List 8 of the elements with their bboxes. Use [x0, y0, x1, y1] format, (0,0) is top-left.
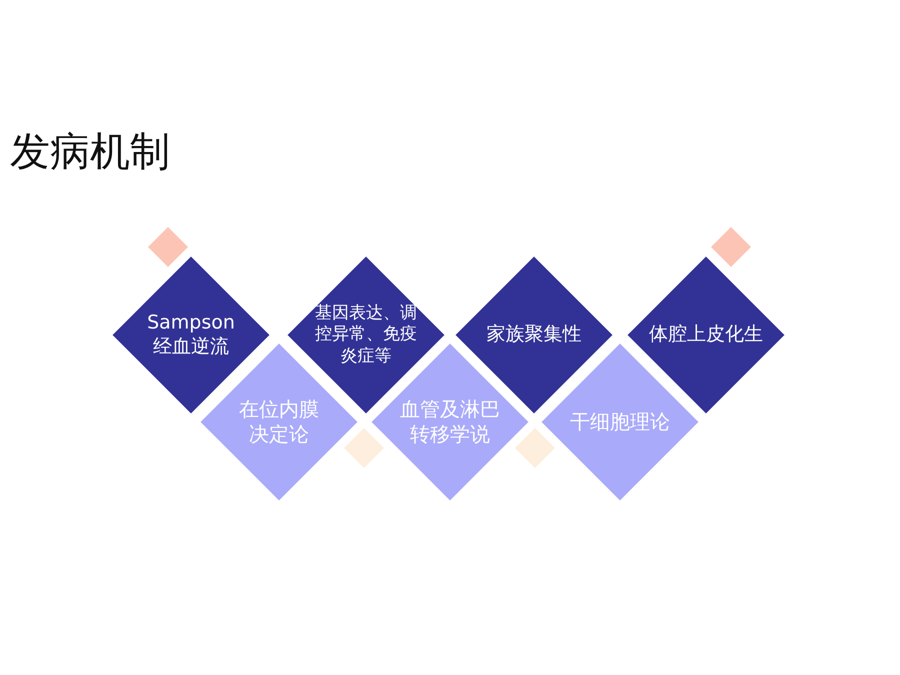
diamond-label: Sampson 经血逆流 — [146, 311, 236, 359]
diamond-label: 体腔上皮化生 — [648, 323, 764, 347]
diamond-label: 血管及淋巴转移学说 — [399, 397, 501, 447]
diamond-label: 在位内膜决定论 — [238, 397, 320, 447]
diamond-label: 干细胞理论 — [569, 410, 671, 434]
diamond-label: 基因表达、调控异常、免疫炎症等 — [314, 303, 418, 367]
slide-title: 发病机制 — [10, 128, 170, 177]
diamond-label: 家族聚集性 — [486, 323, 582, 347]
